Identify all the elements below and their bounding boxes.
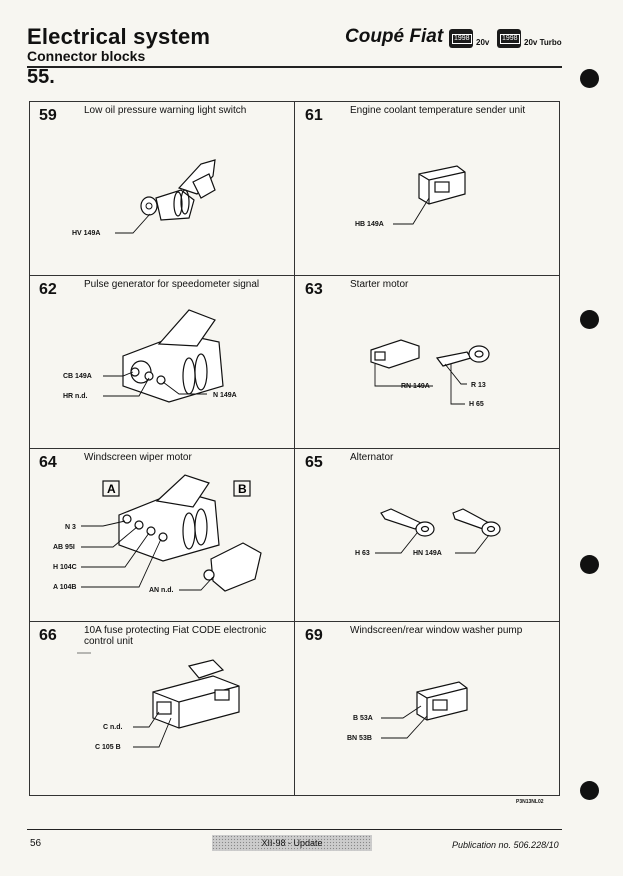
- wire-label: R 13: [471, 382, 486, 389]
- connector-description: Starter motor: [350, 279, 409, 290]
- page-subtitle: Connector blocks: [27, 48, 146, 64]
- connector-number: 63: [305, 281, 323, 298]
- connector-cell-69: 69 Windscreen/rear window washer pump B …: [295, 622, 560, 795]
- wire-label: H 104C: [53, 564, 77, 571]
- engine-badge-1: 1998: [449, 29, 473, 48]
- connector-diagram: HV 149A: [72, 159, 216, 237]
- wire-label: N 3: [65, 524, 76, 531]
- connector-cell-61: 61 Engine coolant temperature sender uni…: [295, 102, 560, 275]
- engine-badge-2: 1998: [497, 29, 521, 48]
- section-number: 55.: [27, 66, 55, 88]
- punch-hole: [580, 310, 599, 329]
- brand-name: Coupé Fiat: [345, 26, 444, 47]
- wire-label: HR n.d.: [63, 393, 88, 400]
- connector-description: 10A fuse protecting Fiat CODE electronic…: [84, 625, 267, 647]
- connector-description: Alternator: [350, 452, 394, 463]
- update-banner: XII-98 - Update: [212, 835, 372, 851]
- punch-hole: [580, 69, 599, 88]
- connector-diagram: H 63 HN 149A: [355, 508, 501, 557]
- connector-description: Windscreen/rear window washer pump: [350, 625, 523, 636]
- punch-hole: [580, 781, 599, 800]
- wire-label: H 63: [355, 550, 370, 557]
- wire-label: A 104B: [53, 584, 76, 591]
- figure-reference-code: P3N13NL02: [516, 799, 544, 805]
- connector-description: Windscreen wiper motor: [84, 452, 192, 463]
- connector-cell-63: 63 Starter motor RN 149A R 13 H 65: [295, 276, 560, 449]
- grid-divider: [29, 621, 560, 622]
- wire-label: N 149A: [213, 392, 237, 399]
- wire-label: HB 149A: [355, 221, 384, 228]
- view-label-a: A: [107, 482, 116, 496]
- connector-number: 64: [39, 454, 57, 471]
- wire-label: B 53A: [353, 715, 373, 722]
- wire-label: HV 149A: [72, 230, 100, 237]
- connector-cell-66: 66 10A fuse protecting Fiat CODE electro…: [29, 622, 294, 795]
- wire-label: C n.d.: [103, 724, 122, 731]
- page-number: 56: [30, 838, 42, 849]
- connector-diagram: A B N 3 AB 95I H 104C A 104B AN n.d.: [53, 474, 262, 594]
- connector-cell-64: 64 Windscreen wiper motor A B N 3 AB 95I…: [29, 449, 294, 622]
- wire-label: RN 149A: [401, 383, 430, 390]
- header-rule: [27, 66, 562, 68]
- grid-divider: [29, 275, 560, 276]
- connector-cell-65: 65 Alternator H 63 HN 149A: [295, 449, 560, 622]
- connector-number: 62: [39, 281, 57, 298]
- connector-number: 65: [305, 454, 323, 471]
- wire-label: C 105 B: [95, 744, 121, 751]
- grid-divider: [29, 448, 560, 449]
- wire-label: AB 95I: [53, 544, 75, 551]
- publication-number: Publication no. 506.228/10: [452, 840, 559, 850]
- engine-badge-2-suffix: 20v Turbo: [524, 38, 562, 47]
- wire-label: HN 149A: [413, 550, 442, 557]
- connector-diagram: B 53A BN 53B: [347, 681, 468, 742]
- connector-number: 61: [305, 107, 323, 124]
- connector-description: Pulse generator for speedometer signal: [84, 279, 260, 290]
- wire-label: AN n.d.: [149, 587, 174, 594]
- wire-label: H 65: [469, 401, 484, 408]
- punch-hole: [580, 555, 599, 574]
- page-title: Electrical system: [27, 24, 211, 49]
- connector-description: Engine coolant temperature sender unit: [350, 105, 526, 116]
- connector-diagram: CB 149A HR n.d. N 149A: [63, 309, 237, 403]
- connector-number: 66: [39, 627, 57, 644]
- wire-label: BN 53B: [347, 735, 372, 742]
- connector-diagram: HB 149A: [355, 165, 466, 228]
- connector-diagram: C n.d. C 105 B: [77, 652, 240, 751]
- connector-cell-62: 62 Pulse generator for speedometer signa…: [29, 276, 294, 449]
- connector-cell-59: 59 Low oil pressure warning light switch…: [29, 102, 294, 275]
- engine-badge-1-suffix: 20v: [476, 38, 490, 47]
- footer-rule: [27, 829, 562, 830]
- connector-number: 69: [305, 627, 323, 644]
- connector-diagram: RN 149A R 13 H 65: [370, 339, 490, 408]
- connector-description: Low oil pressure warning light switch: [84, 105, 247, 116]
- wire-label: CB 149A: [63, 373, 92, 380]
- view-label-b: B: [238, 482, 247, 496]
- connector-number: 59: [39, 107, 57, 124]
